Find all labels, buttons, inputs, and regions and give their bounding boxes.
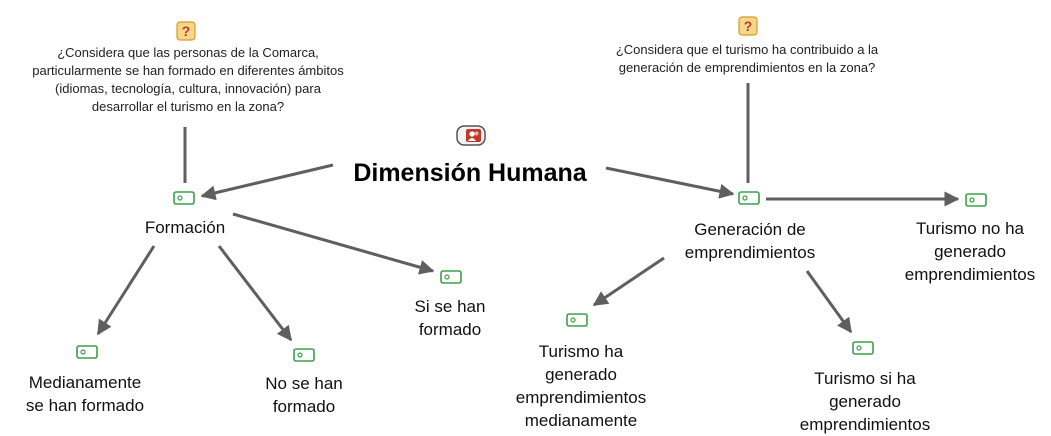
arrow-generacion-to-ha-generado-medianamente <box>592 256 665 307</box>
code-tag-icon <box>173 191 195 205</box>
arrow-main-to-generacion <box>605 166 735 199</box>
svg-text:?: ? <box>744 18 753 34</box>
code-tag-icon <box>566 313 588 327</box>
arrow-formacion-to-no-formado <box>217 245 293 342</box>
code-node-medianamente-formado[interactable]: Medianamente se han formado <box>25 373 145 415</box>
code-node-turismo-ha-generado-medianamente[interactable]: Turismo ha generado emprendimientos medi… <box>515 342 647 430</box>
code-node-turismo-si-ha-generado[interactable]: Turismo si ha generado emprendimientos <box>799 369 931 434</box>
arrow-generacion-to-si-ha-generado <box>805 270 853 334</box>
code-node-no-se-han-formado[interactable]: No se han formado <box>265 374 343 416</box>
code-tag-icon <box>965 193 987 207</box>
code-tag-icon <box>293 348 315 362</box>
main-node-dimension-humana[interactable]: Dimensión Humana <box>353 159 587 187</box>
code-tag-icon <box>76 345 98 359</box>
person-group-icon <box>456 125 486 146</box>
code-node-formacion[interactable]: Formación <box>144 218 226 237</box>
question-icon: ? <box>176 21 196 41</box>
code-tag-icon <box>852 341 874 355</box>
code-node-generacion-emprendimientos[interactable]: Generación de emprendimientos <box>684 220 816 262</box>
code-node-si-se-han-formado[interactable]: Si se han formado <box>414 297 486 339</box>
code-node-turismo-no-ha-generado[interactable]: Turismo no ha generado emprendimientos <box>904 219 1036 284</box>
arrow-formacion-to-medianamente <box>96 245 156 336</box>
arrow-main-to-formacion <box>200 163 334 201</box>
svg-text:?: ? <box>182 23 191 39</box>
code-tag-icon <box>440 270 462 284</box>
question-icon: ? <box>738 16 758 36</box>
question-emprendimientos: ¿Considera que el turismo ha contribuido… <box>615 42 879 75</box>
question-formacion: ¿Considera que las personas de la Comarc… <box>32 45 344 114</box>
code-tag-icon <box>738 191 760 205</box>
arrow-formacion-to-si-formado <box>232 212 435 275</box>
